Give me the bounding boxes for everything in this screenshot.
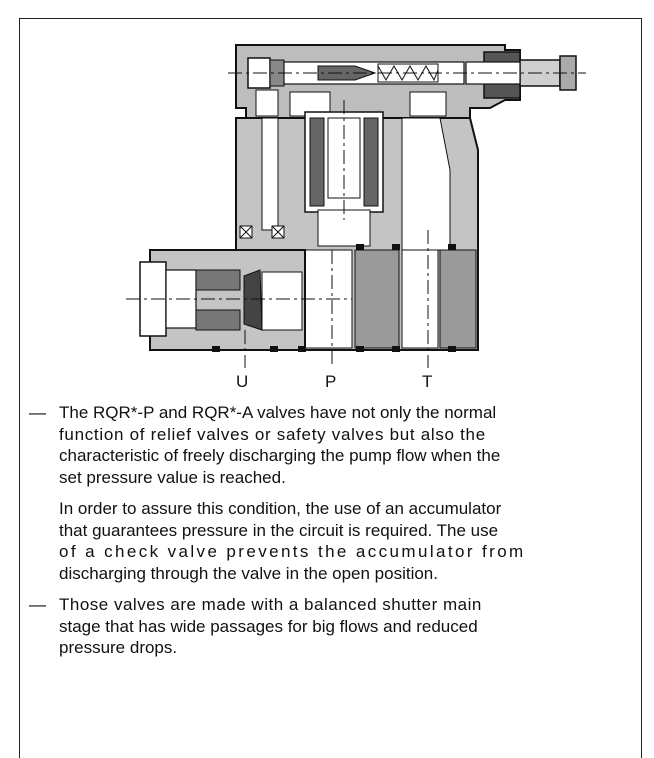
list-item: — Those valves are made with a balanced …: [29, 594, 629, 659]
seal-marks: [212, 244, 456, 352]
text-line: Those valves are made with a balanced sh…: [59, 595, 482, 614]
port-label-t: T: [422, 372, 433, 391]
port-label-p: P: [325, 372, 337, 391]
text-line: In order to assure this condition, the u…: [59, 499, 502, 518]
list-item: — The RQR*-P and RQR*-A valves have not …: [29, 402, 629, 488]
page-frame: [19, 18, 642, 758]
text-line: function of relief valves or safety valv…: [59, 424, 486, 444]
text-line: that guarantees pressure in the circuit …: [59, 520, 499, 540]
valve-cross-section-diagram: [126, 44, 586, 368]
center-lines: [126, 72, 586, 368]
text-line: of a check valve prevents the accumulato…: [59, 542, 526, 561]
paragraph: In order to assure this condition, the u…: [59, 498, 629, 584]
unloading-section: [139, 249, 306, 351]
text-line: characteristic of freely discharging the…: [59, 446, 501, 465]
port-label-u: U: [236, 372, 249, 391]
bullet-marker: —: [29, 403, 46, 422]
text-line: stage that has wide passages for big flo…: [59, 616, 478, 636]
description-text: — The RQR*-P and RQR*-A valves have not …: [29, 402, 629, 669]
bullet-marker: —: [29, 595, 46, 614]
pilot-head: [235, 44, 577, 119]
text-line: pressure drops.: [59, 638, 178, 657]
text-line: discharging through the valve in the ope…: [59, 563, 438, 583]
text-line: The RQR*-P and RQR*-A valves have not on…: [59, 403, 497, 422]
text-line: set pressure value is reached.: [59, 467, 286, 487]
